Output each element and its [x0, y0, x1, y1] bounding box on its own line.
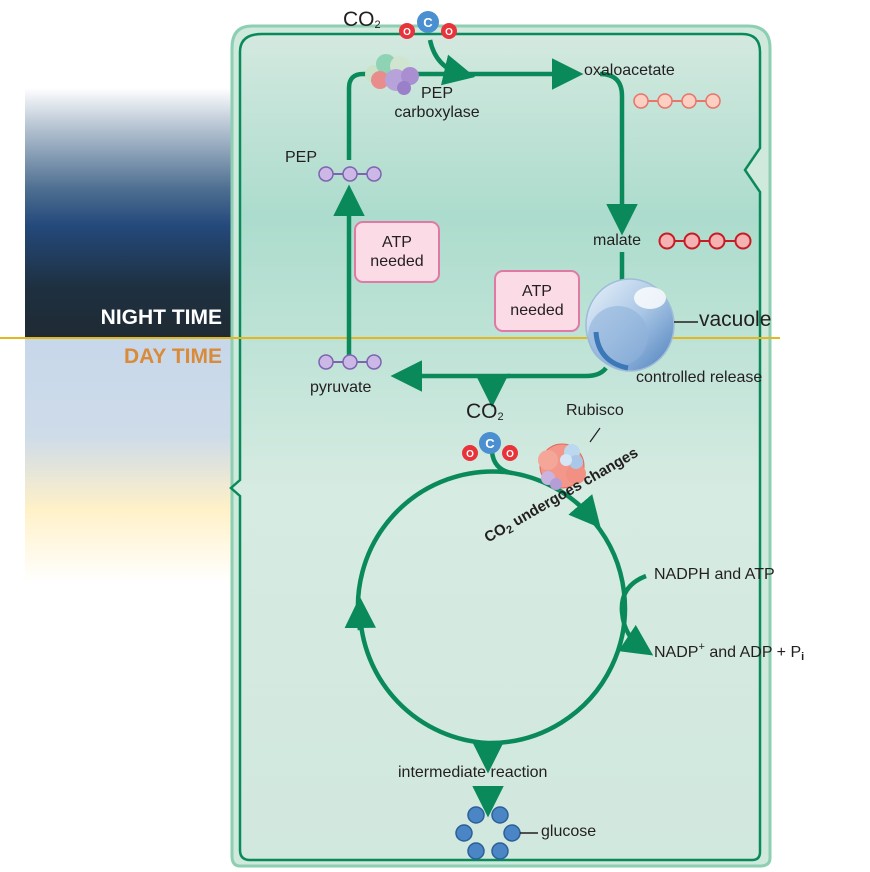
calvin-cycle-arc-2: [487, 520, 628, 746]
intermediate-reaction-label: intermediate reaction: [398, 764, 548, 781]
co2-molecule-top: C O O: [399, 11, 457, 39]
vacuole-icon: [585, 278, 698, 372]
svg-text:O: O: [466, 449, 474, 460]
release-to-pyruvate-arrow: [390, 360, 608, 392]
pep-carbon-chain: [318, 166, 382, 182]
co2-molecule-mid: C O O: [462, 432, 518, 461]
pep-label: PEP: [285, 149, 318, 166]
malate-label: malate: [593, 232, 642, 249]
day-time-label: DAY TIME: [123, 345, 222, 368]
atp-needed-box-left: ATP needed: [354, 221, 440, 283]
svg-text:O: O: [506, 449, 514, 460]
oxaloacetate-label: oxaloacetate: [584, 62, 675, 79]
night-time-label: NIGHT TIME: [100, 306, 222, 329]
glucose-label: glucose: [541, 823, 597, 840]
calvin-cycle-arc-3: [344, 596, 489, 746]
svg-text:O: O: [403, 27, 411, 38]
oxaloacetate-to-malate-arrow: [599, 71, 638, 236]
co2-mid-label: CO2: [466, 400, 504, 423]
co2-top-label: CO2: [343, 8, 381, 31]
glucose-icon: [455, 806, 538, 860]
oxaloacetate-carbon-chain: [633, 93, 721, 109]
release-to-co2-arrow: [476, 373, 511, 408]
nadph-atp-label: NADPH and ATP: [654, 566, 775, 583]
co2-uptake-arrow: [427, 39, 476, 86]
pep-to-carboxylase-line: [346, 71, 452, 160]
calvin-cycle-arc-4: [355, 469, 506, 631]
pyruvate-label: pyruvate: [310, 379, 372, 396]
rubisco-icon: [538, 427, 601, 490]
nadph-atp-arrow: [618, 573, 654, 656]
svg-text:C: C: [423, 15, 433, 30]
day-sky-band: [25, 338, 240, 583]
atp-needed-box-right: ATP needed: [494, 270, 580, 332]
malate-carbon-chain: [658, 232, 752, 250]
controlled-release-label: controlled release: [636, 369, 763, 386]
pep-carboxylase-icon: [365, 54, 419, 95]
svg-text:C: C: [485, 436, 495, 451]
vacuole-label: vacuole: [699, 308, 772, 331]
pep-carboxylase-label: PEP carboxylase: [394, 85, 480, 121]
pyruvate-carbon-chain: [318, 354, 382, 370]
night-sky-band: [25, 88, 240, 338]
nadp-adp-label: NADP+ and ADP + Pi: [654, 641, 805, 663]
rubisco-label: Rubisco: [566, 402, 624, 419]
svg-text:O: O: [445, 27, 453, 38]
